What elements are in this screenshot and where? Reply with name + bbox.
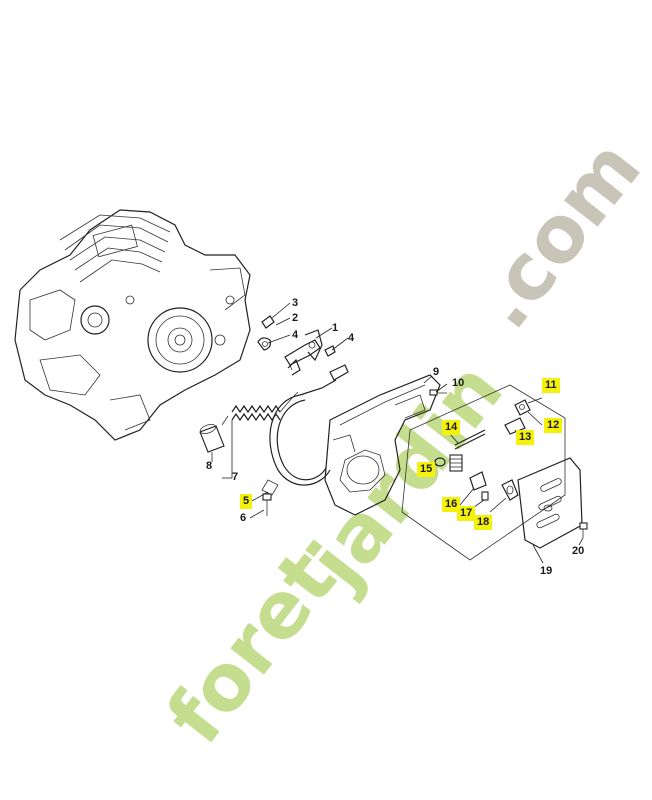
callout-c7: 7 (232, 471, 239, 483)
callout-c10: 10 (452, 377, 465, 389)
sleeve (199, 423, 225, 453)
screw-10 (429, 389, 447, 396)
callout-c5: 5 (240, 494, 253, 509)
callout-c9: 9 (433, 366, 440, 378)
screw-6 (262, 493, 272, 516)
callout-c11: 11 (542, 378, 560, 393)
callout-c18: 18 (474, 515, 493, 530)
callout-c6: 6 (240, 512, 247, 524)
engine-block (14, 209, 251, 441)
callout-c14: 14 (442, 420, 461, 435)
callout-c19: 19 (540, 565, 553, 577)
tensioner-parts-16-18 (469, 471, 519, 501)
callout-c12: 12 (544, 418, 563, 433)
sprocket-cover (324, 374, 441, 516)
callout-c4b: 4 (348, 332, 355, 344)
callout-c17: 17 (457, 506, 476, 521)
callout-c15: 15 (417, 462, 436, 477)
callout-c2: 2 (292, 312, 299, 324)
tensioner-parts-12-13 (504, 399, 531, 435)
brake-band (261, 364, 349, 496)
bolt-14 (454, 429, 486, 450)
callout-c1: 1 (332, 322, 339, 334)
callout-c3: 3 (292, 297, 299, 309)
guide-plate-19 (517, 457, 583, 549)
tensioner-gear (449, 454, 463, 472)
callout-c4a: 4 (292, 329, 299, 341)
callout-c13: 13 (516, 430, 535, 445)
callout-c20: 20 (572, 545, 585, 557)
brake-spring (221, 391, 299, 426)
callout-c16: 16 (442, 497, 461, 512)
screw-20 (579, 522, 588, 538)
callout-c8: 8 (206, 460, 213, 472)
chain-tensioner-kit-outline (401, 384, 566, 561)
